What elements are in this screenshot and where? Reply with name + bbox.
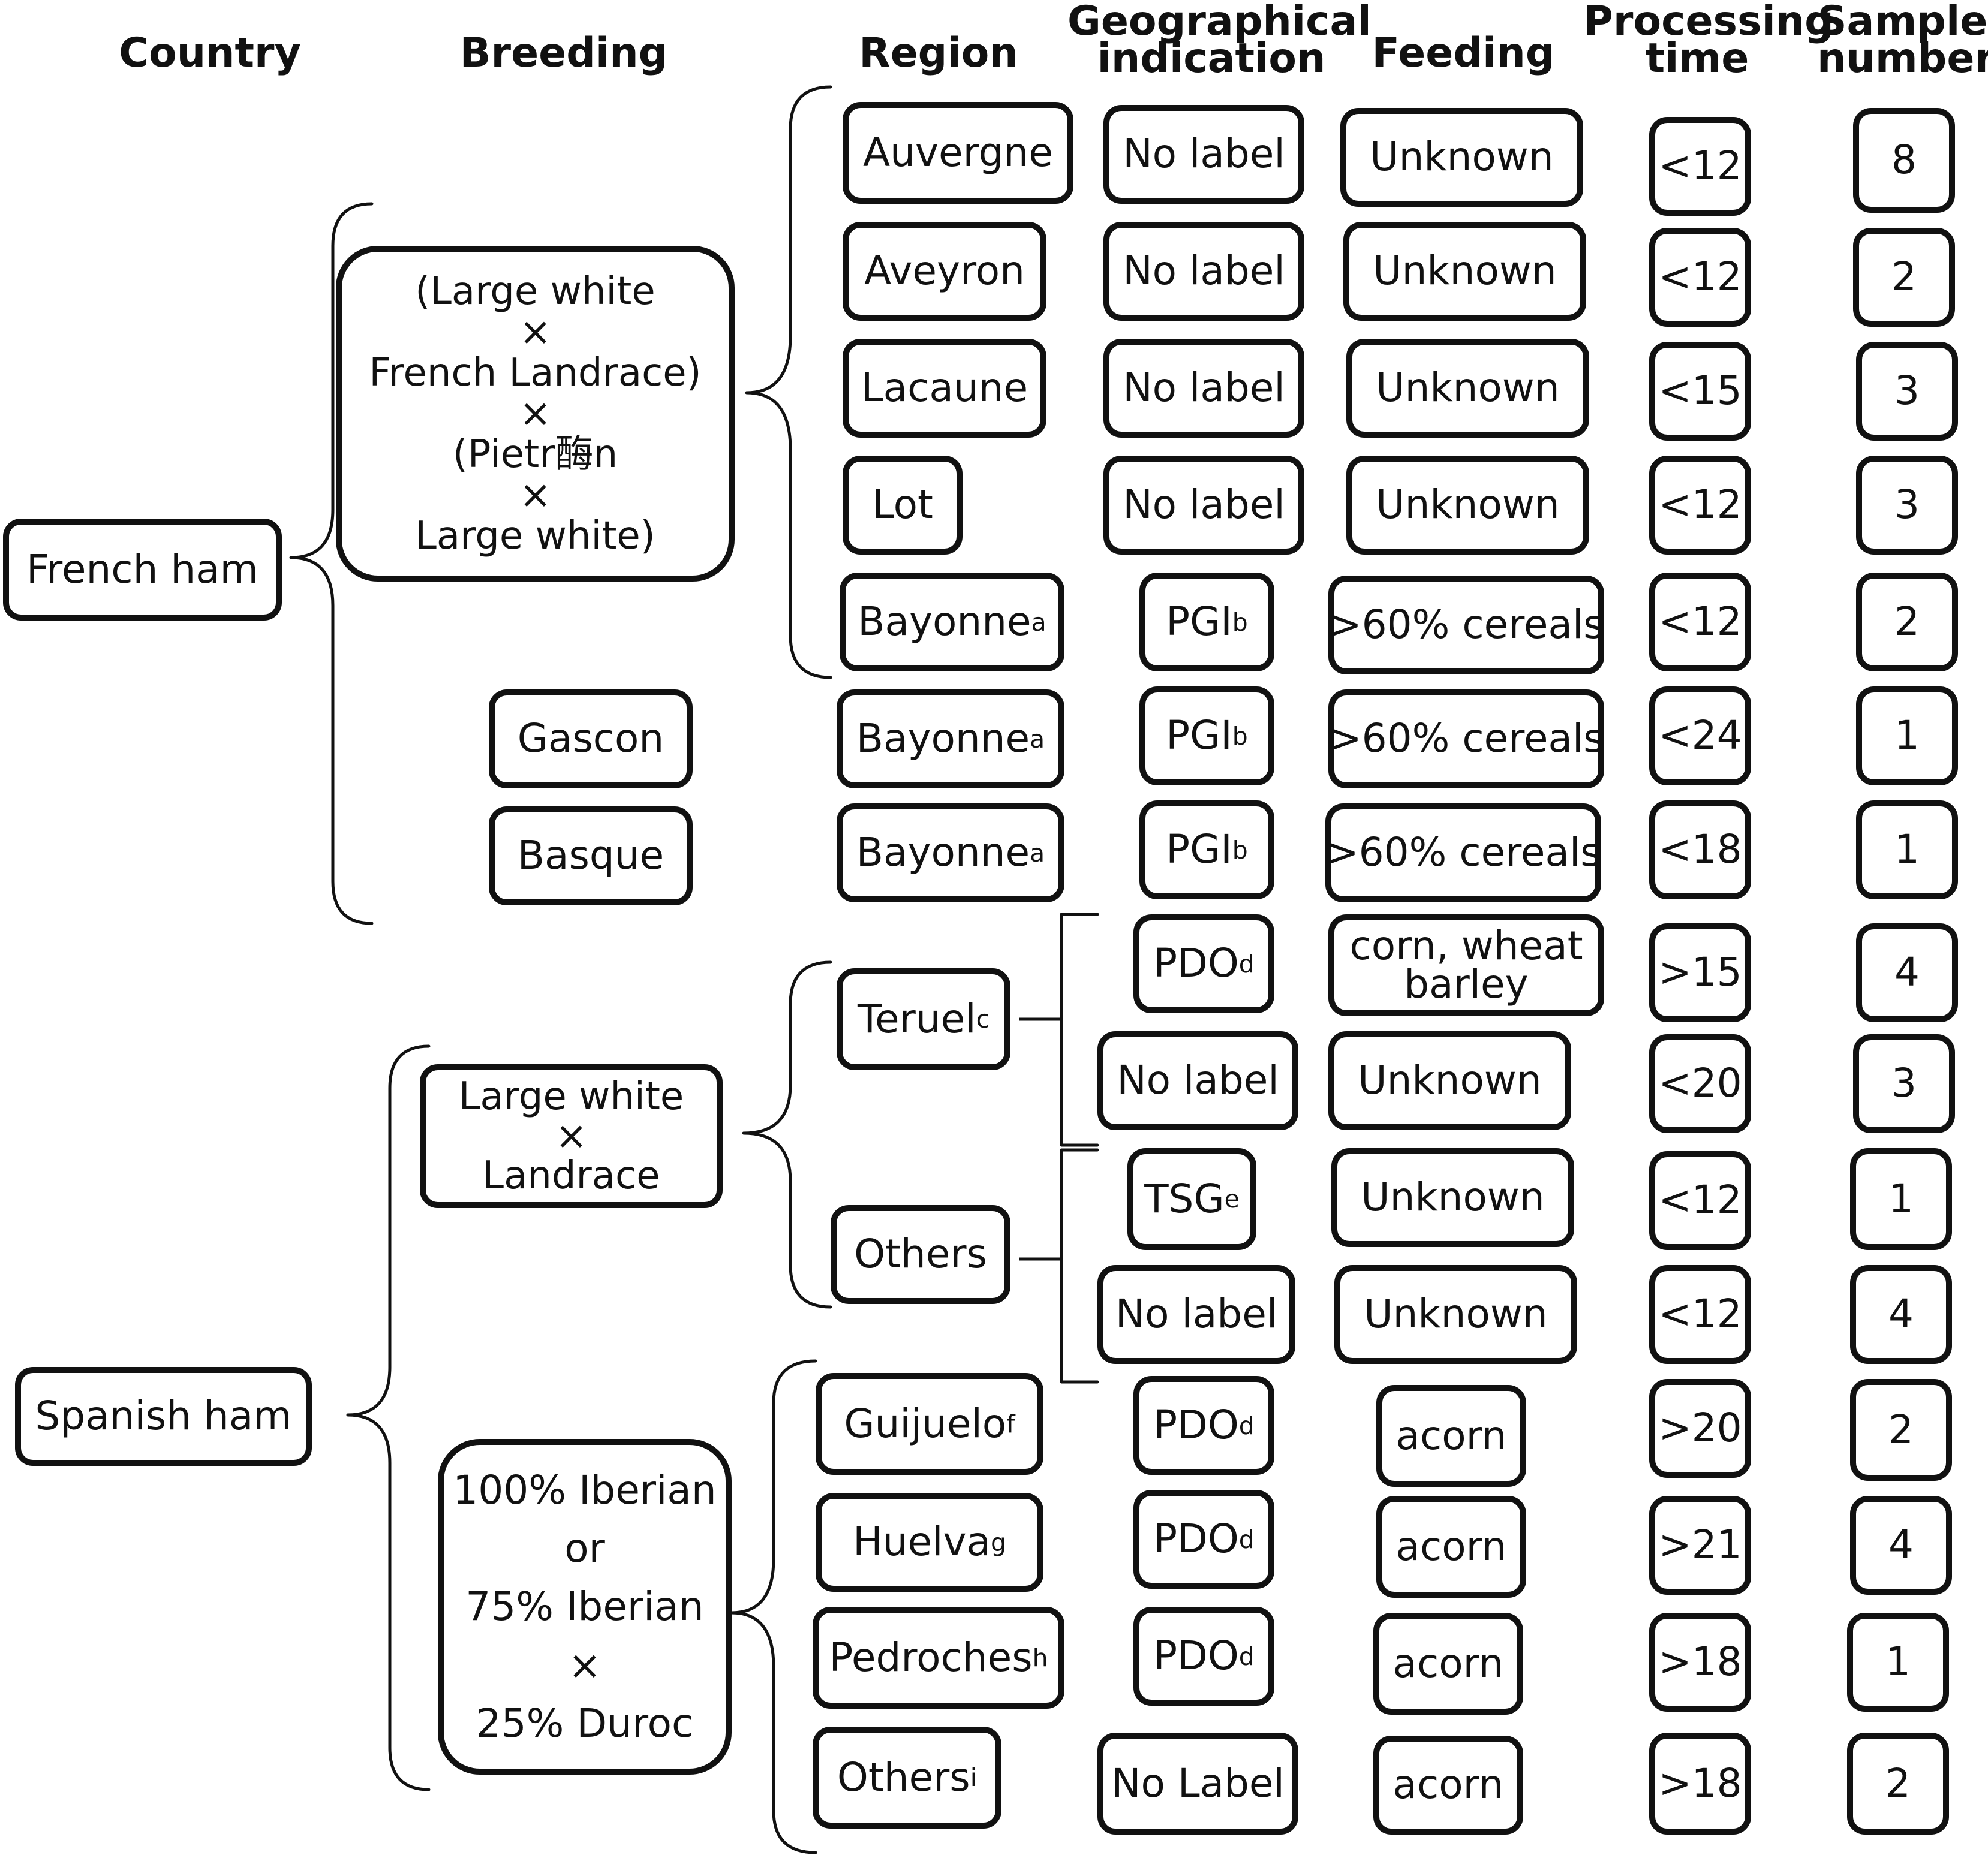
processing-time-3: <15 [1649,342,1751,441]
feeding-corn-wheat-barley: corn, wheat barley [1328,914,1604,1016]
country-spanish-ham: Spanish ham [15,1367,312,1466]
geo-no-label-others: No label [1097,1265,1295,1364]
processing-time-9: <20 [1649,1034,1751,1133]
feeding-unknown-4: Unknown [1346,456,1589,555]
processing-time-11: <12 [1649,1265,1751,1364]
feeding-unknown-7: Unknown [1334,1265,1577,1364]
geo-no-label-4: No label [1103,456,1304,555]
geo-no-label-3: No label [1103,339,1304,438]
processing-time-8: >15 [1649,923,1751,1022]
region-lot: Lot [843,456,963,555]
sample-number-1: 8 [1853,108,1955,213]
sample-number-4: 3 [1856,456,1958,555]
sample-number-6: 1 [1856,686,1958,785]
brace-lw-landrace [742,960,832,1309]
processing-time-12: >20 [1649,1379,1751,1478]
feeding-unknown-5: Unknown [1328,1031,1571,1130]
sample-number-3: 3 [1856,342,1958,441]
sample-number-7: 1 [1856,800,1958,899]
feeding-unknown-1: Unknown [1340,108,1583,207]
region-aveyron: Aveyron [843,222,1046,321]
processing-time-14: >18 [1649,1613,1751,1712]
feeding-cereals-2: >60% cereals [1328,689,1604,788]
brace-spanish-ham [346,1044,431,1791]
processing-time-6: <24 [1649,686,1751,785]
processing-time-4: <12 [1649,456,1751,555]
header-processing-time: Processing time [1583,0,1834,82]
feeding-unknown-3: Unknown [1346,339,1589,438]
header-breeding: Breeding [459,29,668,77]
sample-number-8: 4 [1856,923,1958,1022]
processing-time-1: <12 [1649,117,1751,216]
breeding-gascon: Gascon [489,689,693,788]
sample-number-12: 2 [1850,1379,1952,1481]
header-region: Region [859,29,1018,77]
feeding-acorn-4: acorn [1373,1736,1523,1835]
breeding-basque: Basque [489,806,693,905]
geo-no-label-teruel: No label [1097,1031,1298,1130]
sample-number-5: 2 [1856,573,1958,671]
sample-number-14: 1 [1847,1613,1949,1712]
sample-number-11: 4 [1850,1265,1952,1364]
header-geographical-indication: Geographical indication [1067,0,1372,82]
region-auvergne: Auvergne [843,102,1073,204]
processing-time-15: >18 [1649,1733,1751,1835]
processing-time-5: <12 [1649,573,1751,671]
header-feeding: Feeding [1372,29,1555,77]
feeding-acorn-3: acorn [1373,1613,1523,1715]
brace-iberian [730,1359,817,1854]
bracket-others [1060,1148,1099,1384]
bracket-teruel [1060,913,1099,1147]
geo-no-label-1: No label [1103,105,1304,204]
header-country: Country [119,29,301,77]
brace-french-cross [745,85,832,679]
feeding-acorn-1: acorn [1376,1385,1526,1487]
processing-time-13: >21 [1649,1496,1751,1595]
processing-time-2: <12 [1649,228,1751,327]
feeding-cereals-1: >60% cereals [1328,576,1604,674]
sample-number-13: 4 [1850,1496,1952,1595]
feeding-acorn-2: acorn [1376,1496,1526,1598]
sample-number-2: 2 [1853,228,1955,327]
header-sample-number: Sample number [1817,0,1988,82]
feeding-unknown-6: Unknown [1331,1148,1574,1247]
processing-time-10: <12 [1649,1151,1751,1250]
region-others: Others [831,1205,1010,1304]
feeding-cereals-3: >60% cereals [1325,803,1601,902]
geo-no-label-others-i: No Label [1097,1733,1298,1835]
breeding-french-cross: (Large white × French Landrace) × (Pietr… [336,246,735,582]
sample-number-15: 2 [1847,1733,1949,1835]
country-french-ham: French ham [3,519,282,621]
processing-time-7: <18 [1649,800,1751,899]
geo-no-label-2: No label [1103,222,1304,321]
region-lacaune: Lacaune [843,339,1046,438]
sample-number-10: 1 [1850,1148,1952,1250]
brace-french-ham [289,202,374,925]
feeding-unknown-2: Unknown [1343,222,1586,321]
breeding-lw-landrace: Large white × Landrace [420,1064,723,1208]
sample-number-9: 3 [1853,1034,1955,1133]
breeding-iberian: 100% Iberian or 75% Iberian × 25% Duroc [438,1439,732,1775]
